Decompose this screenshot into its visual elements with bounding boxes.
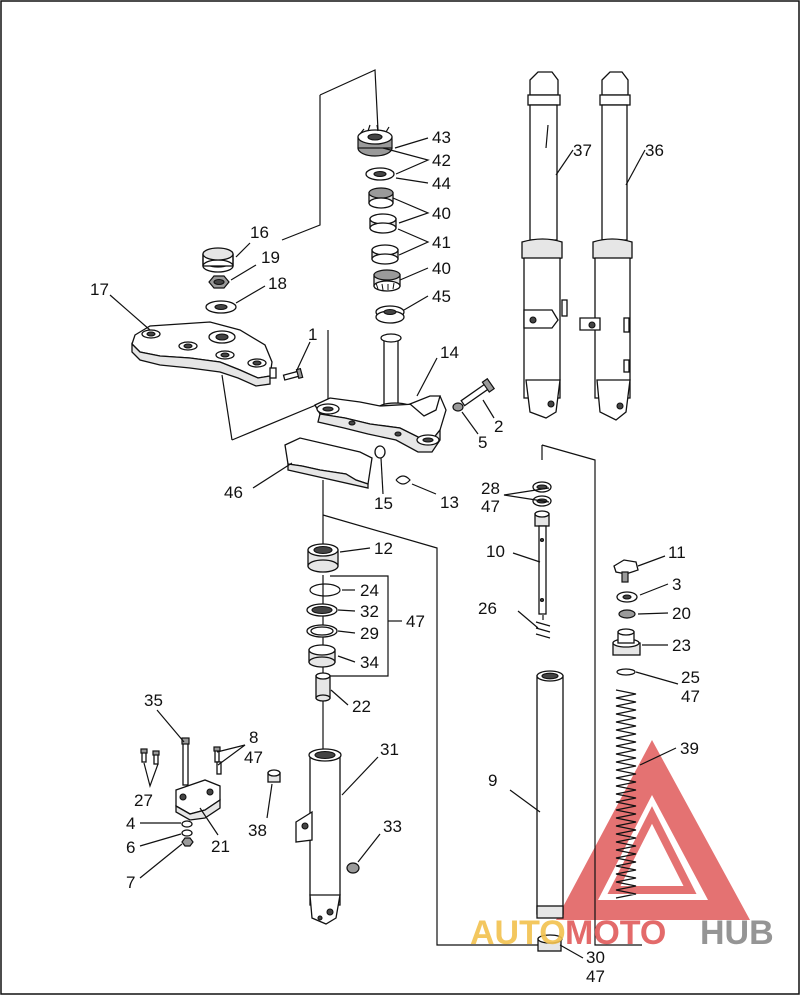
callout-41: 41 (432, 233, 451, 252)
callout-1: 1 (308, 325, 317, 344)
upper-fork-bracket (131, 247, 304, 387)
callout-15: 15 (374, 494, 393, 513)
callout-34: 34 (360, 653, 379, 672)
callout-20: 20 (672, 604, 691, 623)
slider-seal-stack (306, 543, 341, 702)
axle-clamp-parts (140, 737, 360, 874)
callout-47-spring: 47 (681, 687, 700, 706)
callout-2: 2 (494, 417, 503, 436)
callout-42: 42 (432, 151, 451, 170)
callout-12: 12 (374, 539, 393, 558)
callout-28: 28 (481, 479, 500, 498)
watermark-moto: MOTO (565, 914, 666, 952)
callout-22: 22 (352, 697, 371, 716)
callout-21: 21 (211, 837, 230, 856)
callout-36: 36 (645, 141, 664, 160)
callout-14: 14 (440, 343, 459, 362)
watermark-hub: HUB (700, 914, 774, 952)
callout-numbers: 43 42 44 40 41 40 45 16 19 18 17 1 14 2 … (90, 128, 700, 986)
callout-33: 33 (383, 817, 402, 836)
steering-head-bearing-stack (357, 124, 405, 324)
callout-8: 8 (249, 728, 258, 747)
lower-bracket-steering-stem (314, 333, 496, 485)
callout-7: 7 (126, 873, 135, 892)
callout-47-slider: 47 (406, 612, 425, 631)
watermark-logo: AUTO MOTO HUB (470, 914, 774, 952)
callout-6: 6 (126, 838, 135, 857)
callout-27: 27 (134, 791, 153, 810)
callout-16: 16 (250, 223, 269, 242)
callout-4: 4 (126, 814, 135, 833)
callout-19: 19 (261, 248, 280, 267)
fork-tube-9 (536, 670, 564, 952)
callout-5: 5 (478, 433, 487, 452)
callout-47-damper: 47 (481, 497, 500, 516)
callout-13: 13 (440, 493, 459, 512)
callout-17: 17 (90, 280, 109, 299)
callout-10: 10 (486, 542, 505, 561)
callout-26: 26 (478, 599, 497, 618)
callout-38: 38 (248, 821, 267, 840)
callout-37: 37 (573, 141, 592, 160)
callout-23: 23 (672, 636, 691, 655)
callout-18: 18 (268, 274, 287, 293)
callout-31: 31 (380, 740, 399, 759)
callout-44: 44 (432, 174, 451, 193)
fork-slider-31 (295, 748, 342, 925)
callout-39: 39 (680, 739, 699, 758)
fork-leg-36 (579, 71, 633, 421)
callout-46: 46 (224, 483, 243, 502)
watermark-auto: AUTO (470, 914, 566, 952)
fork-leg-37 (521, 71, 568, 419)
leader-lines (109, 124, 679, 959)
callout-35: 35 (144, 691, 163, 710)
callout-11: 11 (668, 543, 686, 562)
callout-47-clamp: 47 (244, 748, 263, 767)
callout-32: 32 (360, 602, 379, 621)
callout-24: 24 (360, 581, 379, 600)
callout-25: 25 (681, 668, 700, 687)
callout-29: 29 (360, 624, 379, 643)
callout-47-bushing: 47 (586, 967, 605, 986)
watermark-triangle (556, 740, 750, 920)
fork-spring-group (612, 559, 641, 899)
cover-plate (284, 437, 373, 489)
callout-40b: 40 (432, 259, 451, 278)
callout-9: 9 (488, 771, 497, 790)
callout-40a: 40 (432, 204, 451, 223)
callout-3: 3 (672, 575, 681, 594)
callout-30: 30 (586, 948, 605, 967)
group-lines (221, 69, 642, 946)
callout-43: 43 (432, 128, 451, 147)
callout-45: 45 (432, 287, 451, 306)
